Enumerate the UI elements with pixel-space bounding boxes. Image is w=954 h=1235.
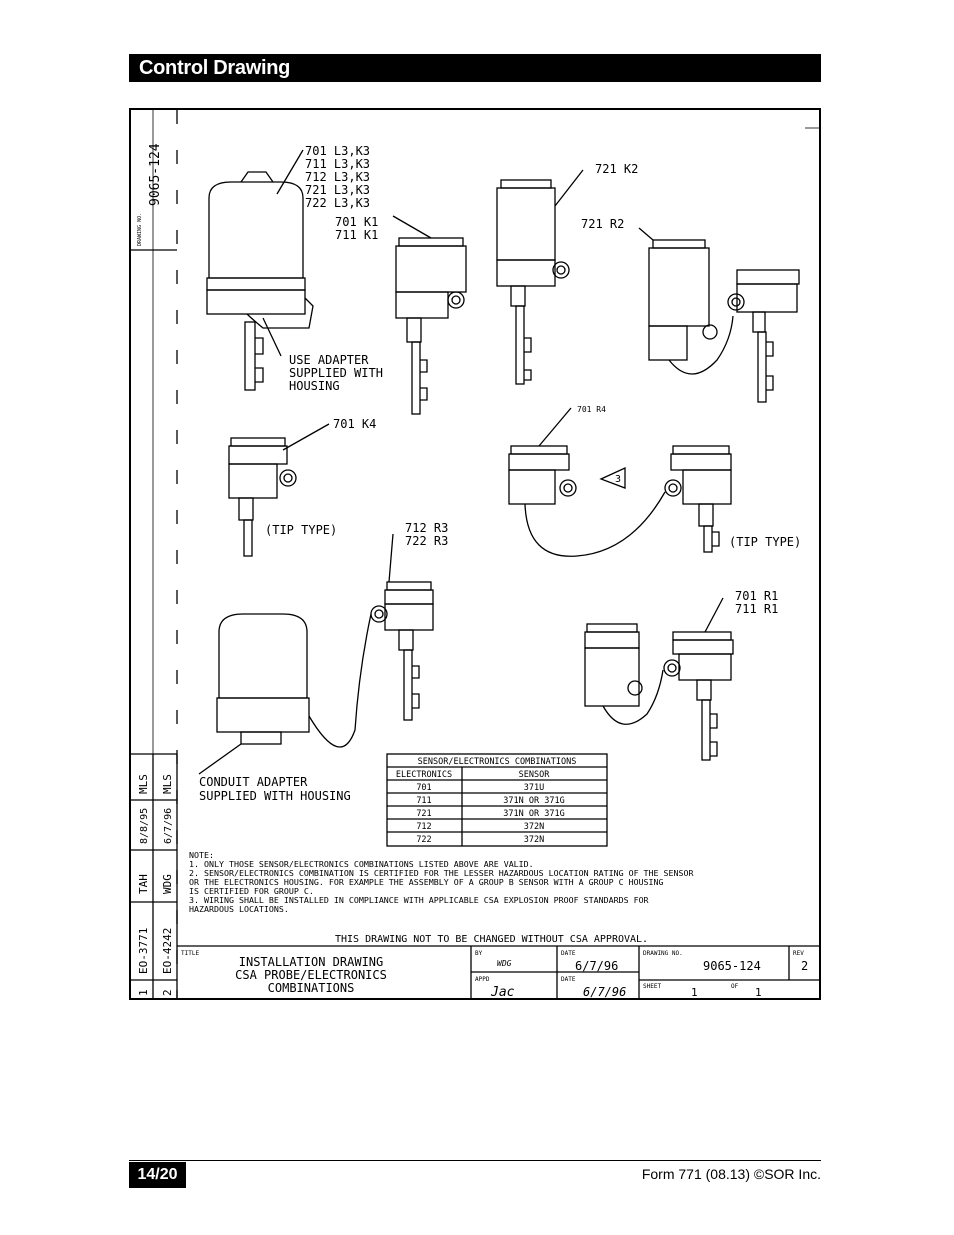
label-tip-type-2: (TIP TYPE): [729, 535, 801, 549]
rev1-appd: MLS: [137, 774, 150, 794]
label-r2: 721 R2: [581, 217, 624, 231]
note-ref-triangle: [599, 466, 626, 489]
appd-label: APPD: [475, 976, 490, 983]
label-adapter-1: USE ADAPTER: [289, 353, 369, 367]
label-r4: 701 R4: [577, 405, 606, 414]
electronics-r2-assembly: [638, 227, 800, 403]
housing-r3-assembly: [198, 533, 434, 775]
note-line: 2. SENSOR/ELECTRONICS COMBINATION IS CER…: [189, 868, 694, 878]
title-line-3: COMBINATIONS: [268, 981, 355, 995]
combo-row-sensor: 372N: [524, 822, 544, 832]
label-r1-2: 711 R1: [735, 602, 778, 616]
of-label: OF: [731, 983, 739, 990]
note-line: 1. ONLY THOSE SENSOR/ELECTRONICS COMBINA…: [189, 859, 534, 869]
note-line: 3. WIRING SHALL BE INSTALLED IN COMPLIAN…: [189, 895, 649, 905]
rev2-appd: MLS: [161, 774, 174, 794]
combo-table-title: SENSOR/ELECTRONICS COMBINATIONS: [418, 757, 577, 767]
side-drawing-no-label: DRAWING NO.: [137, 213, 143, 246]
combo-row-electronics: 722: [416, 835, 431, 845]
label-adapter-2: SUPPLIED WITH: [289, 366, 383, 380]
combo-row-sensor: 371N OR 371G: [503, 796, 564, 806]
combo-row-sensor: 371N OR 371G: [503, 809, 564, 819]
label-note-ref: 3: [615, 474, 621, 485]
label-tip-type-1: (TIP TYPE): [265, 523, 337, 537]
combo-row-electronics: 711: [416, 796, 431, 806]
page-number: 14/20: [129, 1162, 186, 1188]
combo-table-grid: [386, 753, 608, 847]
drawing-canvas: 9065-124 DRAWING NO. 701 L3,K3 711 L3,K3…: [131, 110, 821, 1000]
date-label: DATE: [561, 950, 576, 957]
combo-row-sensor: 372N: [524, 835, 544, 845]
title-line-1: INSTALLATION DRAWING: [239, 955, 384, 969]
label-adapter-3: HOUSING: [289, 379, 340, 393]
label-k1-2: 711 K1: [335, 228, 378, 242]
control-drawing: 9065-124 DRAWING NO. 701 L3,K3 711 L3,K3…: [129, 108, 821, 1000]
label-group-a-2: 711 L3,K3: [305, 157, 370, 171]
sheet-value: 1: [691, 986, 698, 999]
label-k4: 701 K4: [333, 417, 376, 431]
footer-rule: [129, 1160, 821, 1161]
by-label: BY: [475, 950, 483, 957]
drawing-no-label: DRAWING NO.: [643, 950, 683, 957]
electronics-k1-assembly: [392, 215, 467, 415]
combo-row-sensor: 371U: [524, 783, 544, 793]
drawing-no-value: 9065-124: [703, 959, 761, 973]
rev1-number: 1: [137, 989, 150, 996]
label-group-a-5: 722 L3,K3: [305, 196, 370, 210]
rev2-date: 6/7/96: [163, 808, 174, 844]
note-line: OR THE ELECTRONICS HOUSING. FOR EXAMPLE …: [189, 877, 664, 887]
notes-heading: NOTE:: [189, 850, 214, 860]
rev-label: REV: [793, 950, 804, 957]
rev-value: 2: [801, 959, 808, 973]
electronics-k4-assembly: [228, 423, 330, 557]
date-value: 6/7/96: [575, 959, 618, 973]
section-title: Control Drawing: [139, 57, 291, 79]
of-value: 1: [755, 986, 762, 999]
label-k2: 721 K2: [595, 162, 638, 176]
rev1-by: TAH: [137, 874, 150, 894]
combo-row-electronics: 712: [416, 822, 431, 832]
title-label: TITLE: [181, 950, 199, 957]
electronics-k2-assembly: [496, 169, 584, 385]
rev2-eo: EO-4242: [161, 928, 174, 974]
form-reference: Form 771 (08.13) ©SOR Inc.: [641, 1166, 821, 1182]
label-conduit-2: SUPPLIED WITH HOUSING: [199, 789, 351, 803]
combo-row-electronics: 701: [416, 783, 431, 793]
date2-value: 6/7/96: [583, 985, 626, 999]
date2-label: DATE: [561, 976, 576, 983]
combo-row-electronics: 721: [416, 809, 431, 819]
label-r3-2: 722 R3: [405, 534, 448, 548]
combo-header-sensor: SENSOR: [519, 770, 551, 780]
rev1-date: 8/8/95: [139, 808, 150, 844]
label-group-a-3: 712 L3,K3: [305, 170, 370, 184]
side-drawing-no: 9065-124: [148, 143, 163, 206]
title-line-2: CSA PROBE/ELECTRONICS: [235, 968, 387, 982]
csa-warning: THIS DRAWING NOT TO BE CHANGED WITHOUT C…: [335, 934, 648, 945]
combo-header-electronics: ELECTRONICS: [396, 770, 452, 780]
electronics-r1-assembly: [584, 597, 734, 761]
note-line: IS CERTIFIED FOR GROUP C.: [189, 886, 314, 896]
label-k1-1: 701 K1: [335, 215, 378, 229]
rev2-by: WDG: [161, 874, 174, 894]
rev2-number: 2: [161, 989, 174, 996]
label-r1-1: 701 R1: [735, 589, 778, 603]
label-r3-1: 712 R3: [405, 521, 448, 535]
note-line: HAZARDOUS LOCATIONS.: [189, 904, 289, 914]
section-header: Control Drawing: [129, 54, 821, 82]
appd-value: Jac: [490, 985, 515, 1000]
label-conduit-1: CONDUIT ADAPTER: [199, 775, 308, 789]
sheet-label: SHEET: [643, 983, 661, 990]
housing-large-assembly: [206, 149, 314, 391]
title-block-grid: [177, 945, 821, 1000]
by-value: WDG: [497, 959, 512, 968]
label-group-a-4: 721 L3,K3: [305, 183, 370, 197]
rev1-eo: EO-3771: [137, 928, 150, 974]
label-group-a-1: 701 L3,K3: [305, 144, 370, 158]
electronics-r4-assembly: [508, 407, 732, 557]
